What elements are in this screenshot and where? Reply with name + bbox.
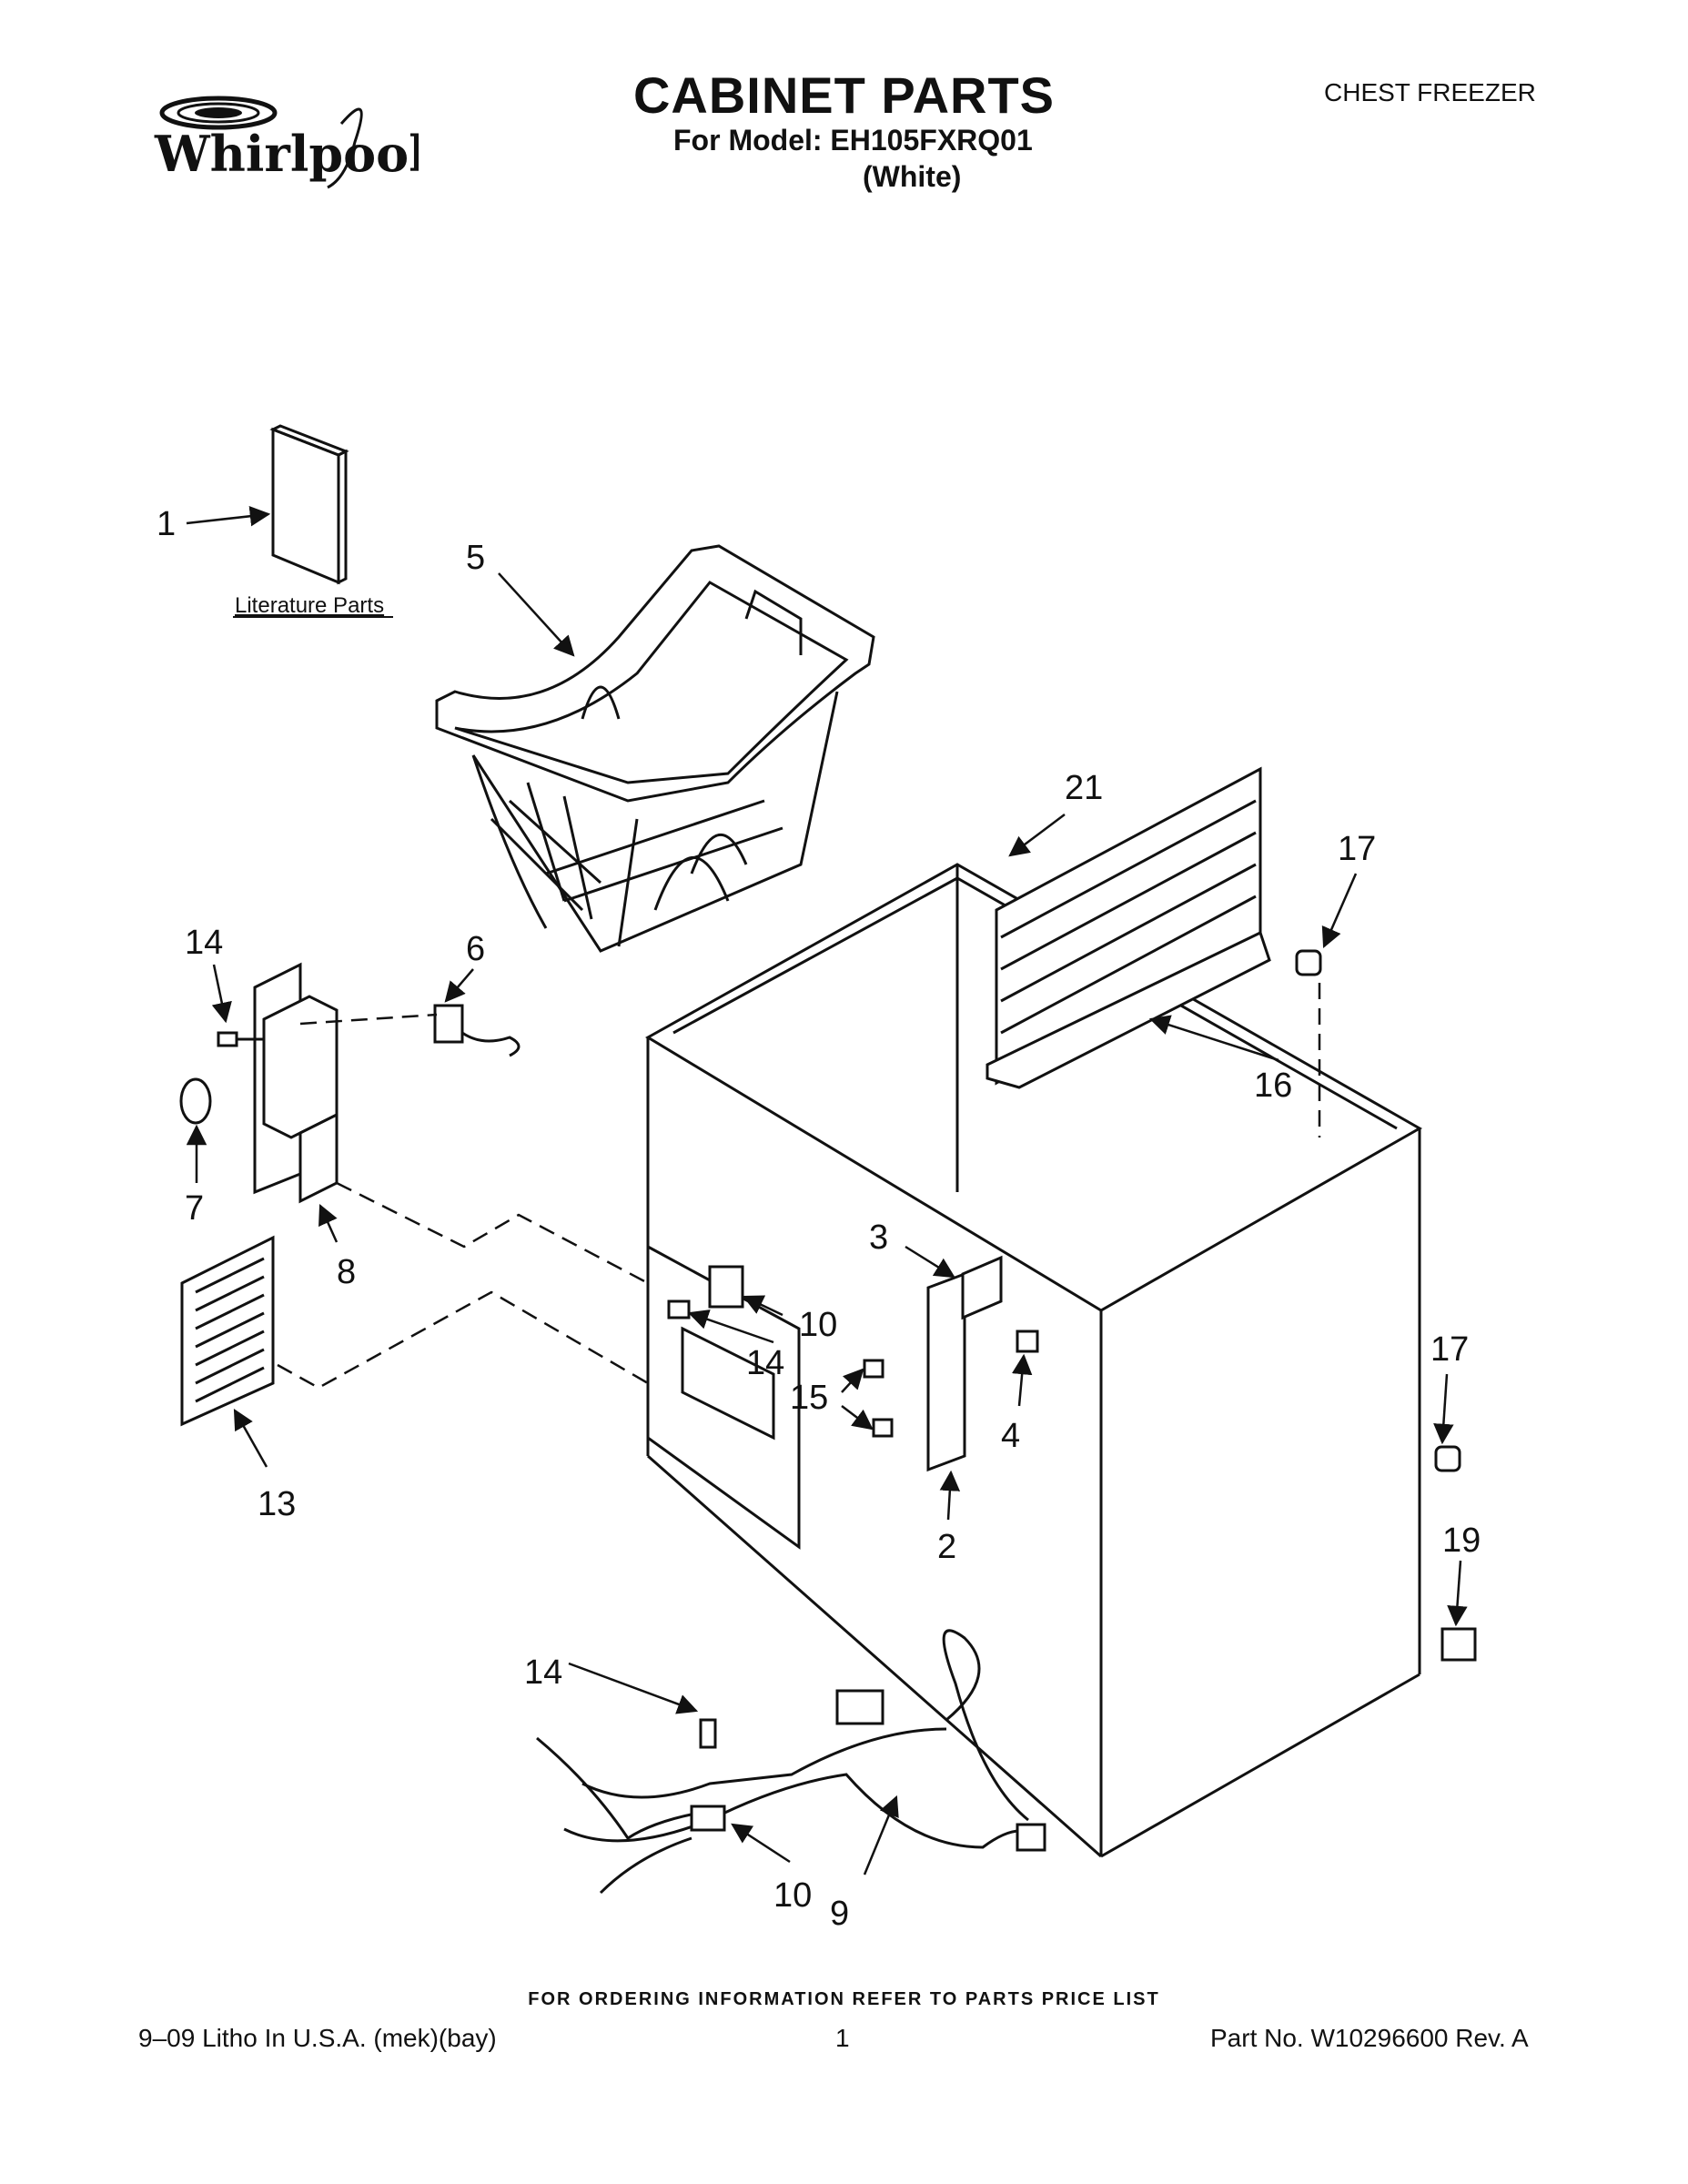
callout-4: 4 — [1001, 1417, 1020, 1455]
hinge-plate-part-3 — [961, 1255, 1003, 1320]
callout-13: 13 — [258, 1485, 296, 1523]
callout-10-lower: 10 — [773, 1876, 812, 1915]
literature-parts-label: Literature Parts — [235, 593, 384, 618]
page-title: CABINET PARTS — [632, 66, 1056, 124]
thermostat-part-6 — [433, 1004, 521, 1057]
callout-19: 19 — [1442, 1522, 1481, 1560]
callout-16: 16 — [1254, 1067, 1292, 1105]
callout-5: 5 — [466, 539, 485, 577]
bumper-part-17-top — [1295, 949, 1322, 976]
callout-21: 21 — [1065, 769, 1103, 807]
callout-8: 8 — [337, 1253, 356, 1291]
callout-7: 7 — [185, 1189, 204, 1228]
plug-part-7 — [179, 1077, 212, 1125]
wire-harness-part-9 — [536, 1629, 1046, 1895]
control-housing-part-8 — [253, 962, 339, 1204]
cabinet-box — [645, 863, 1423, 1858]
callout-15: 15 — [790, 1379, 828, 1417]
callout-1: 1 — [157, 505, 176, 543]
model-color: (White) — [863, 160, 962, 193]
clamp-part-10-lower — [690, 1805, 726, 1832]
grille-part-13 — [180, 1235, 275, 1427]
cabinet-divider — [986, 766, 1271, 1089]
clamp-part-10-upper — [708, 1265, 744, 1309]
callout-6: 6 — [466, 930, 485, 968]
callout-10-upper: 10 — [799, 1306, 837, 1344]
callout-14-cabinet: 14 — [746, 1344, 784, 1382]
whirlpool-logo-mark: Whirlpool — [154, 96, 428, 189]
page-number: 1 — [835, 2024, 850, 2052]
leveling-leg-part-19 — [1440, 1627, 1477, 1662]
screw-part-15a — [863, 1359, 884, 1379]
callout-17-top: 17 — [1338, 830, 1376, 868]
ordering-note: FOR ORDERING INFORMATION REFER TO PARTS … — [528, 1989, 1160, 2009]
whirlpool-logo-text: Whirlpool — [154, 125, 419, 183]
part-number: Part No. W10296600 Rev. A — [1210, 2024, 1529, 2052]
callout-14-left: 14 — [185, 924, 223, 962]
callout-3: 3 — [869, 1218, 888, 1257]
literature-parts-booklet — [269, 424, 349, 585]
callout-17-side: 17 — [1430, 1330, 1469, 1369]
screw-part-15b — [872, 1418, 894, 1438]
callout-9: 9 — [830, 1895, 849, 1933]
callout-2: 2 — [937, 1528, 956, 1566]
bumper-part-17-side — [1434, 1445, 1461, 1472]
screw-part-14-cabinet — [667, 1299, 691, 1320]
hinge-part-2 — [926, 1271, 966, 1472]
model-number: For Model: EH105FXRQ01 — [673, 124, 1033, 157]
nut-part-4 — [1016, 1330, 1039, 1353]
callout-14-harness: 14 — [524, 1653, 562, 1692]
appliance-category: CHEST FREEZER — [1324, 78, 1536, 106]
whirlpool-logo: Whirlpool — [146, 87, 428, 197]
freezer-basket — [435, 544, 875, 953]
litho-info: 9–09 Litho In U.S.A. (mek)(bay) — [138, 2024, 497, 2052]
